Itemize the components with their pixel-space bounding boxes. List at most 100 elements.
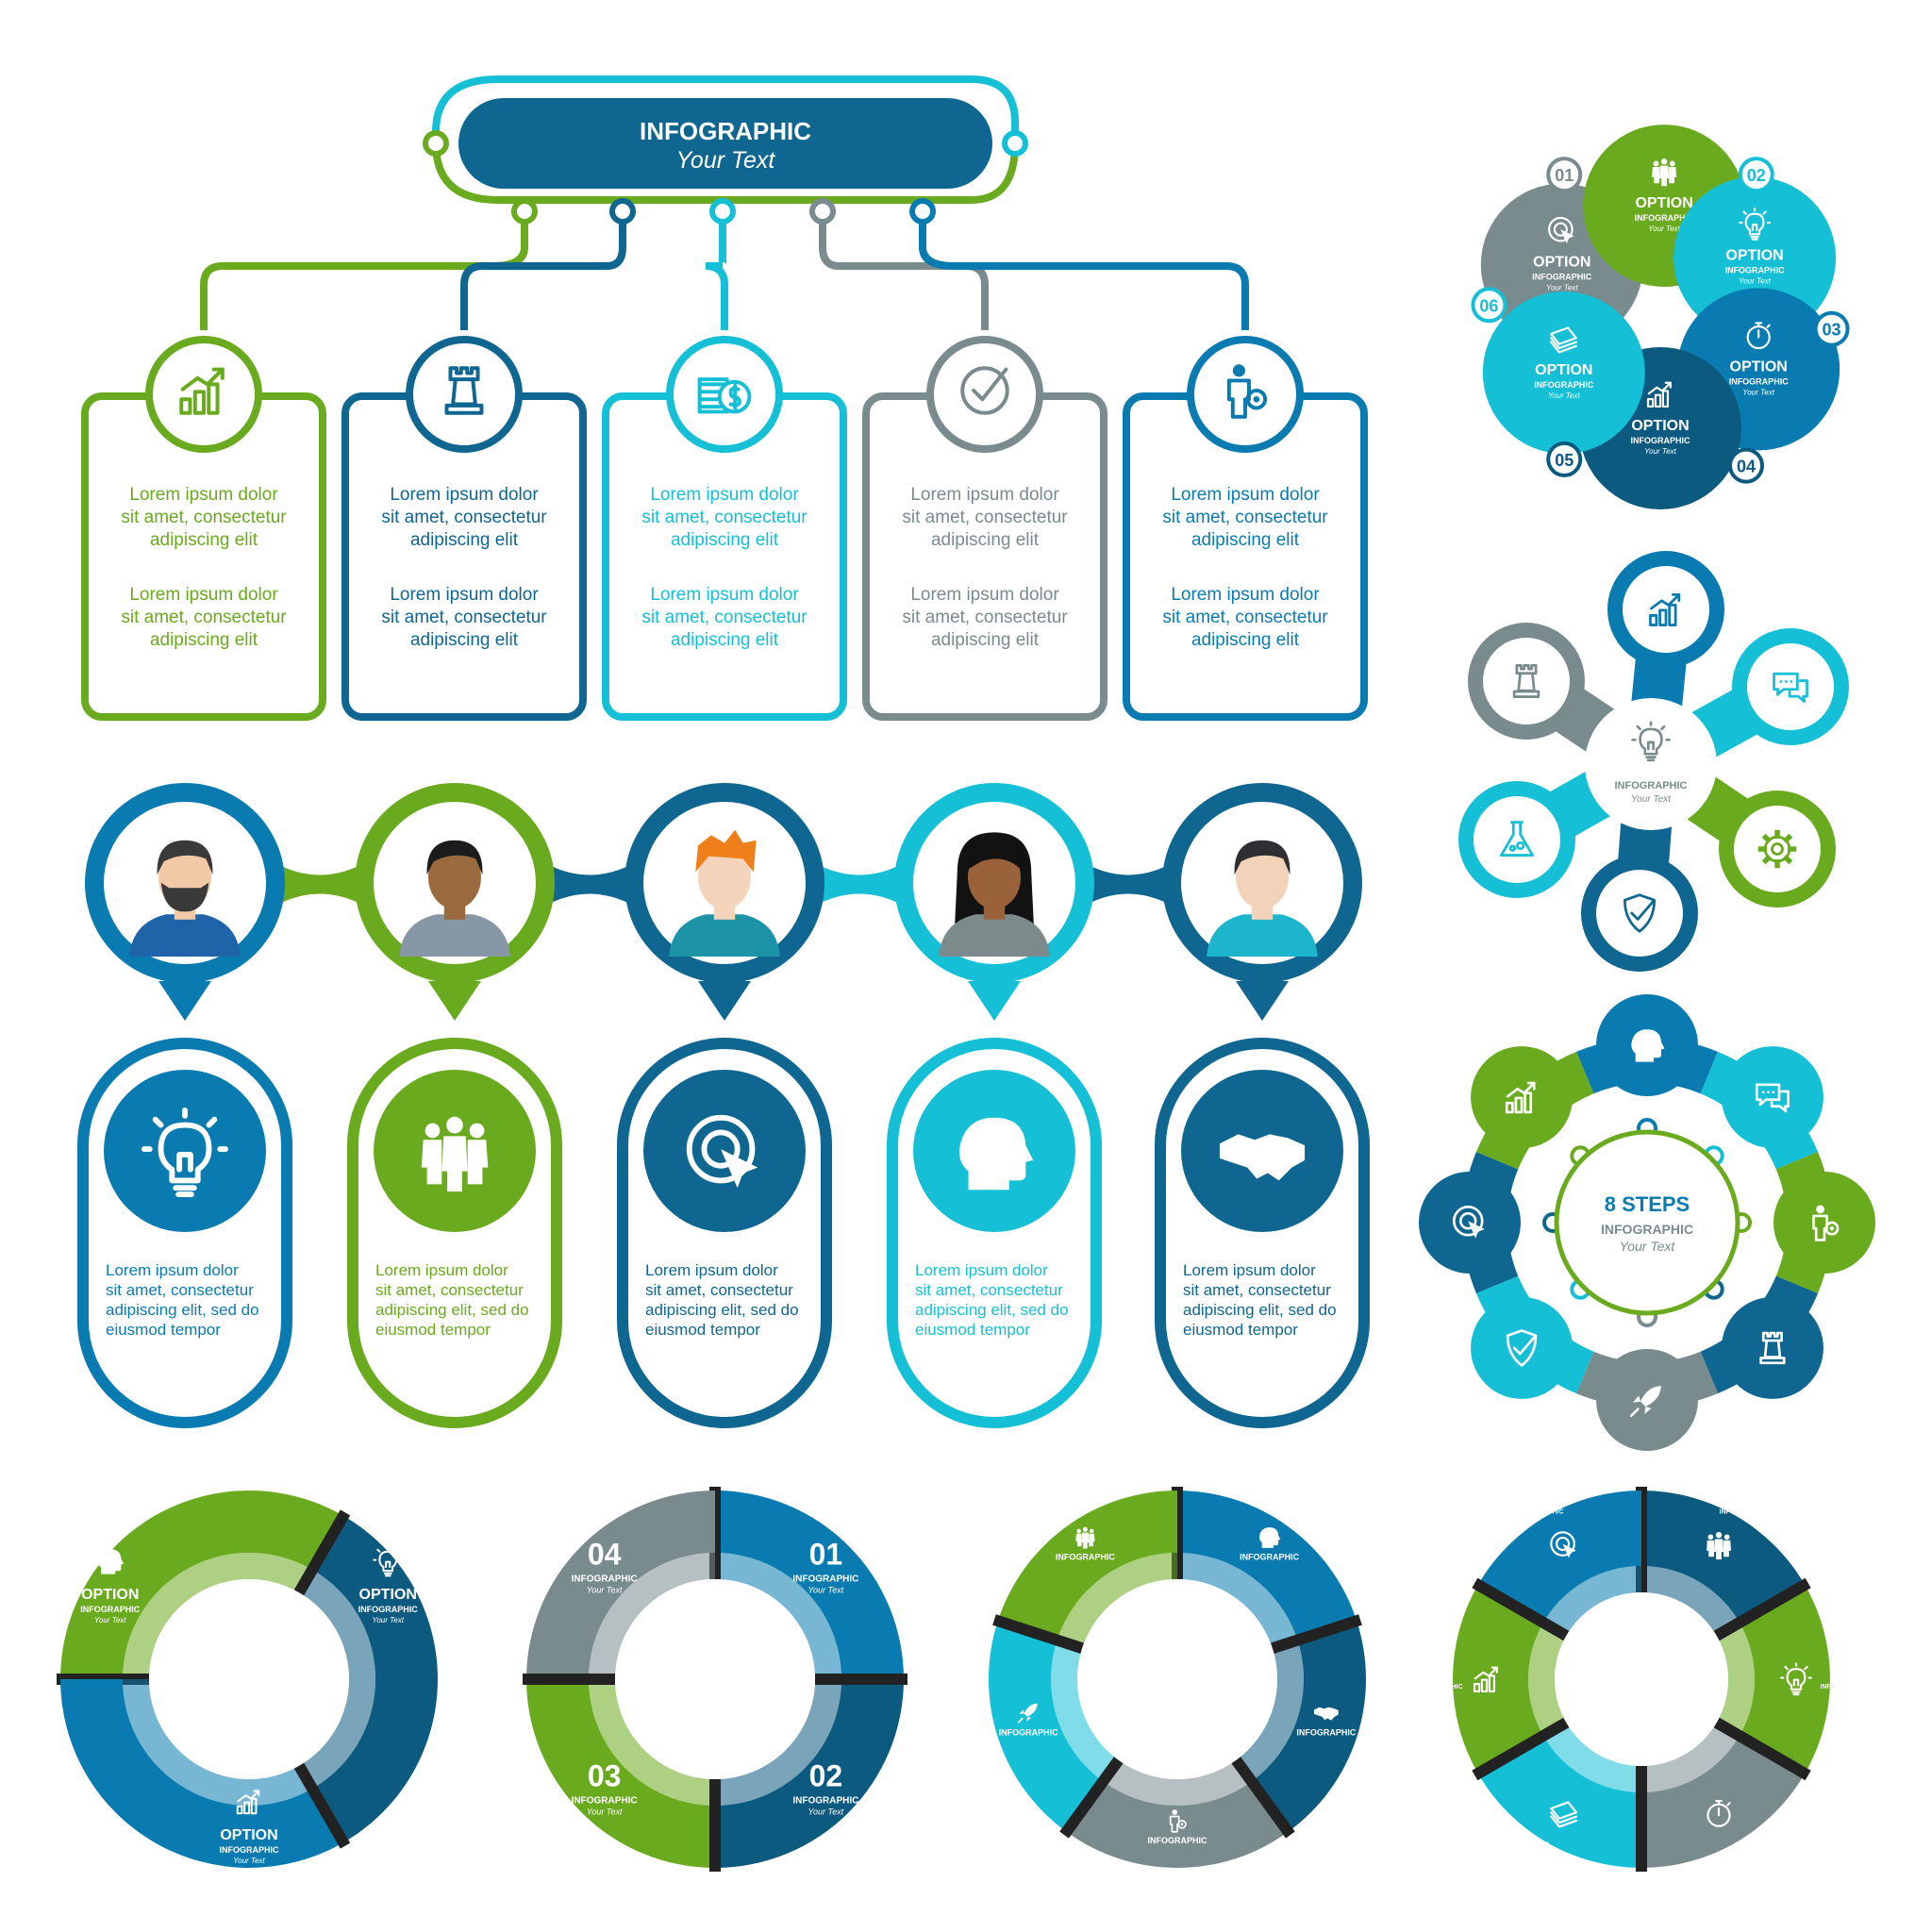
header-pill	[458, 98, 992, 189]
icon-part	[1508, 844, 1517, 852]
icon-part	[1792, 1678, 1800, 1687]
shirt	[399, 914, 510, 957]
donut-sub: Your Text	[94, 1616, 126, 1624]
donut-five-section: INFOGRAPHICINFOGRAPHICINFOGRAPHICINFOGRA…	[989, 1487, 1366, 1868]
icon-part	[180, 367, 225, 391]
icon-part	[1623, 893, 1657, 933]
option-sub: Your Text	[1739, 276, 1771, 285]
box-text: sit amet, consectetur	[381, 508, 547, 527]
option-info: INFOGRAPHIC	[1631, 436, 1691, 445]
icon-part	[1019, 1709, 1031, 1722]
icon-part	[1724, 1540, 1731, 1557]
icon-part	[1715, 1531, 1723, 1539]
box-text: Lorem ipsum dolor	[650, 585, 799, 605]
connector-node	[809, 198, 836, 225]
lightbulb-icon	[1739, 207, 1771, 241]
flower-petal-6	[1468, 623, 1585, 740]
box-text: sit amet, consectetur	[121, 508, 287, 527]
icon-part	[253, 1790, 260, 1797]
icon-part	[1506, 1329, 1538, 1367]
icon-part	[1017, 1717, 1024, 1724]
icon-part	[1550, 341, 1577, 354]
icon-part	[1245, 389, 1268, 410]
icon-part	[1744, 212, 1765, 236]
icon-part	[441, 1136, 468, 1192]
box-text: Lorem ipsum dolor	[910, 585, 1059, 605]
icon-part	[972, 367, 1008, 402]
donut-info: INFOGRAPHIC	[1720, 1509, 1766, 1516]
flower-petal-5	[1458, 781, 1575, 898]
box-text: adipiscing elit	[410, 630, 519, 650]
header-title: INFOGRAPHIC	[640, 117, 811, 145]
icon-part	[1089, 1533, 1095, 1547]
option-label: OPTION	[1631, 418, 1689, 434]
option-sub: Your Text	[1546, 284, 1578, 292]
option-info: INFOGRAPHIC	[1725, 265, 1786, 275]
icon-part	[701, 1129, 741, 1169]
flower-petal-1	[1607, 551, 1724, 668]
steps-title: 8 STEPS	[1605, 1192, 1690, 1216]
icon-part	[1739, 207, 1771, 225]
icon-part	[721, 1149, 758, 1189]
marker-pointer	[428, 981, 481, 1021]
donut-segment	[997, 1491, 1177, 1641]
donut-number: 04	[588, 1538, 622, 1572]
icon-part	[1232, 364, 1245, 377]
petal-inner	[1747, 643, 1834, 730]
icon-part	[1824, 1221, 1840, 1236]
icon-part	[1515, 664, 1538, 675]
steps-sub: Your Text	[1620, 1239, 1676, 1254]
petal-inner	[1734, 806, 1821, 892]
donut-hole	[1555, 1592, 1728, 1766]
lightbulb-icon	[1780, 1662, 1812, 1696]
person-marker-1	[85, 783, 285, 1021]
box-text: sit amet, consectetur	[641, 508, 808, 527]
donut-inner-band	[715, 1679, 841, 1806]
donut-number: 02	[809, 1758, 843, 1792]
icon-part	[158, 1122, 212, 1184]
donut-segment	[526, 1679, 715, 1868]
icon-part	[1761, 1091, 1765, 1094]
growth-chart-icon	[236, 1790, 260, 1815]
box-text: sit amet, consectetur	[1162, 508, 1328, 527]
donut5-label-2: INFOGRAPHIC	[1296, 1707, 1357, 1737]
handshake-icon	[1219, 1134, 1306, 1181]
shirt	[129, 914, 241, 957]
donut-sub: Your Text	[808, 1807, 844, 1816]
pill-text: Lorem ipsum dolor	[645, 1261, 778, 1279]
flask-icon	[1500, 821, 1534, 857]
box-text: sit amet, consectetur	[902, 608, 1068, 627]
icon-part	[1647, 741, 1655, 751]
growth-chart-icon	[179, 367, 225, 415]
icon-part	[960, 366, 1009, 415]
donut-info: INFOGRAPHIC	[792, 1795, 858, 1806]
pill-text: eiusmod tempor	[106, 1321, 221, 1339]
icon-part	[1767, 1091, 1770, 1094]
icon-part	[1629, 1407, 1640, 1418]
pill-text: eiusmod tempor	[645, 1321, 760, 1339]
face	[428, 845, 481, 909]
pill-text: Lorem ipsum dolor	[375, 1261, 508, 1279]
icon-part	[1631, 721, 1671, 741]
donut5-label-5: INFOGRAPHIC	[1056, 1526, 1115, 1562]
shirt	[669, 914, 780, 957]
donut-info: INFOGRAPHIC	[999, 1727, 1059, 1737]
icon-part	[237, 1790, 260, 1803]
handshake-icon	[1313, 1707, 1339, 1721]
option-badge-04: 04	[1728, 447, 1764, 484]
donut-inner-band	[1716, 1623, 1755, 1736]
icon-ring	[406, 336, 523, 453]
icon-part	[1550, 1801, 1578, 1820]
donut-number: 05	[1430, 1664, 1449, 1683]
donut-info: INFOGRAPHIC	[1518, 1858, 1564, 1865]
